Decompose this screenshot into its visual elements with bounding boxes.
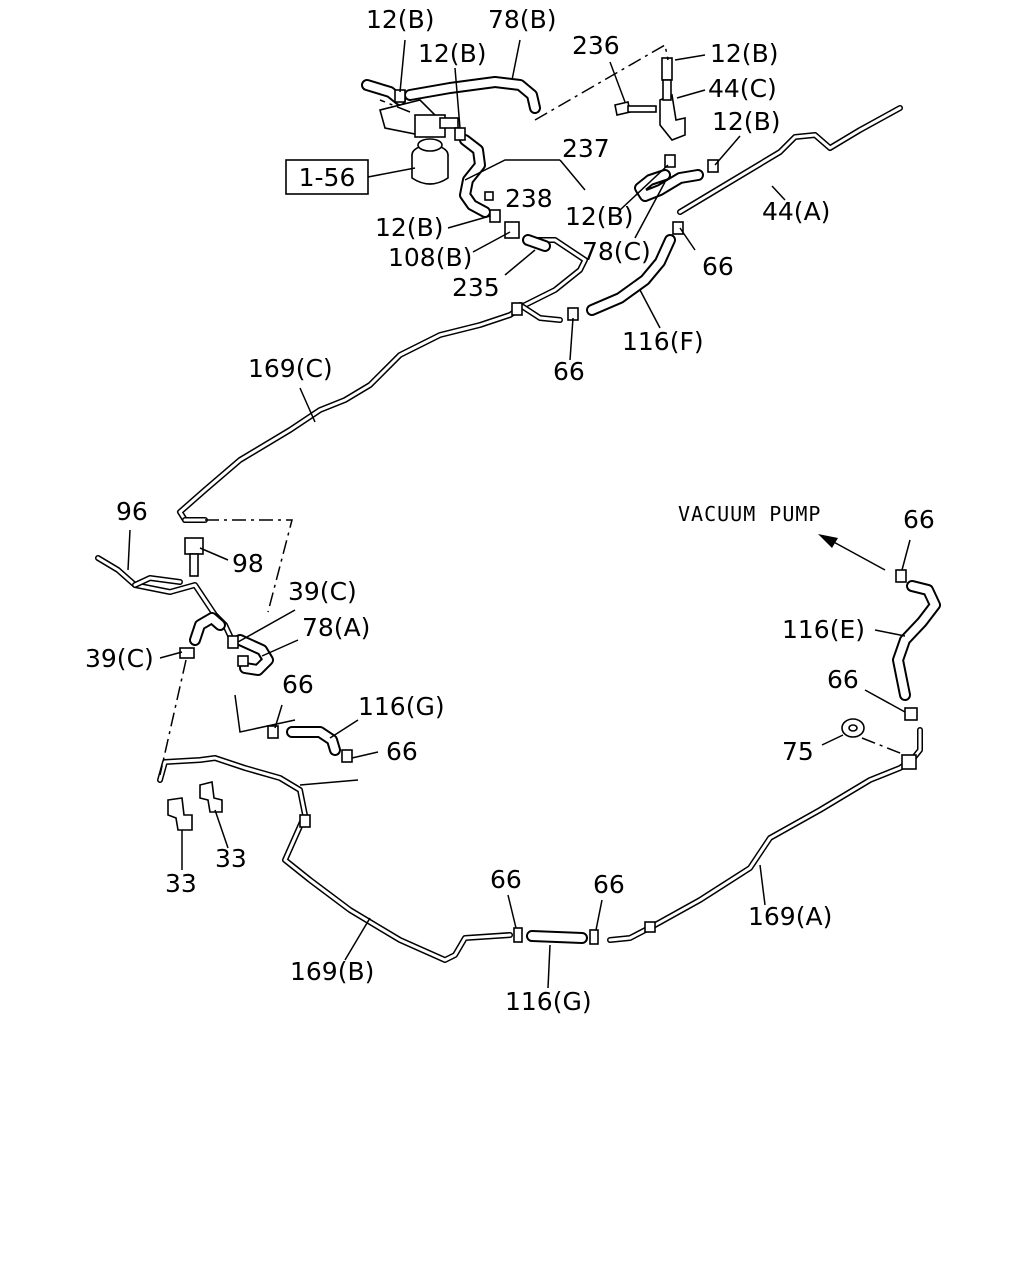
label-33-lower: 33	[165, 869, 197, 898]
label-12b-right: 12(B)	[712, 107, 780, 136]
label-78c: 78(C)	[582, 237, 651, 266]
pipe-44a	[677, 105, 903, 215]
label-12b-mid: 12(B)	[565, 202, 633, 231]
label-66-left-b: 66	[386, 737, 418, 766]
label-96: 96	[116, 497, 148, 526]
label-236: 236	[572, 31, 620, 60]
dashed-reference-lines	[159, 43, 906, 776]
vacuum-pump-arrow	[818, 534, 886, 571]
grommet-75	[841, 718, 865, 738]
hose-116f	[586, 234, 676, 316]
label-169c: 169(C)	[248, 354, 333, 383]
hose-78b	[404, 76, 541, 114]
label-66-bottom-right: 66	[593, 870, 625, 899]
ref-box-label: 1-56	[299, 163, 356, 192]
leader-lines	[127, 39, 911, 989]
label-169b: 169(B)	[290, 957, 374, 986]
label-116e: 116(E)	[782, 615, 865, 644]
label-12b-left-mid: 12(B)	[375, 213, 443, 242]
pipe-96	[95, 555, 235, 643]
hose-116e	[892, 580, 941, 701]
label-75: 75	[782, 737, 814, 766]
hose-78c	[634, 169, 704, 202]
clip-33-right	[199, 781, 223, 813]
label-66-bottom-left: 66	[490, 865, 522, 894]
pipe-169b	[157, 755, 513, 963]
clamps	[179, 89, 918, 945]
label-78b: 78(B)	[488, 5, 556, 34]
vacuum-valve-1-56	[379, 99, 459, 185]
bracket-44c	[659, 57, 686, 141]
hose-down-12b	[459, 134, 491, 218]
label-116g-lower: 116(G)	[505, 987, 592, 1016]
bolt-236	[614, 101, 657, 116]
clip-33-left	[167, 797, 193, 831]
label-78a: 78(A)	[302, 613, 370, 642]
vacuum-pump-caption: VACUUM PUMP	[678, 502, 821, 526]
ref-box-1-56: 1-56	[285, 159, 416, 195]
label-116f: 116(F)	[622, 327, 704, 356]
label-39c-left: 39(C)	[85, 644, 154, 673]
label-12b-second: 12(B)	[418, 39, 486, 68]
label-169a: 169(A)	[748, 902, 832, 931]
hose-116g-lower	[526, 930, 588, 944]
label-98: 98	[232, 549, 264, 578]
label-108b: 108(B)	[388, 243, 472, 272]
label-33-upper: 33	[215, 844, 247, 873]
pipe-169c	[177, 237, 588, 523]
label-235: 235	[452, 273, 500, 302]
hose-116g-upper	[286, 726, 341, 756]
label-12b-top-right: 12(B)	[710, 39, 778, 68]
label-66-left-a: 66	[282, 670, 314, 699]
label-44a: 44(A)	[762, 197, 830, 226]
label-44c: 44(C)	[708, 74, 777, 103]
label-39c-right: 39(C)	[288, 577, 357, 606]
label-66-upper-right: 66	[702, 252, 734, 281]
hose-78a	[189, 612, 274, 676]
label-237: 237	[562, 134, 610, 163]
label-116g-upper: 116(G)	[358, 692, 445, 721]
bolt-98	[184, 537, 204, 577]
label-66-right-top: 66	[903, 505, 935, 534]
label-66-upper-mid: 66	[553, 357, 585, 386]
label-238: 238	[505, 184, 553, 213]
label-66-right-mid: 66	[827, 665, 859, 694]
hose-235	[522, 234, 551, 252]
label-12b-top-left: 12(B)	[366, 5, 434, 34]
